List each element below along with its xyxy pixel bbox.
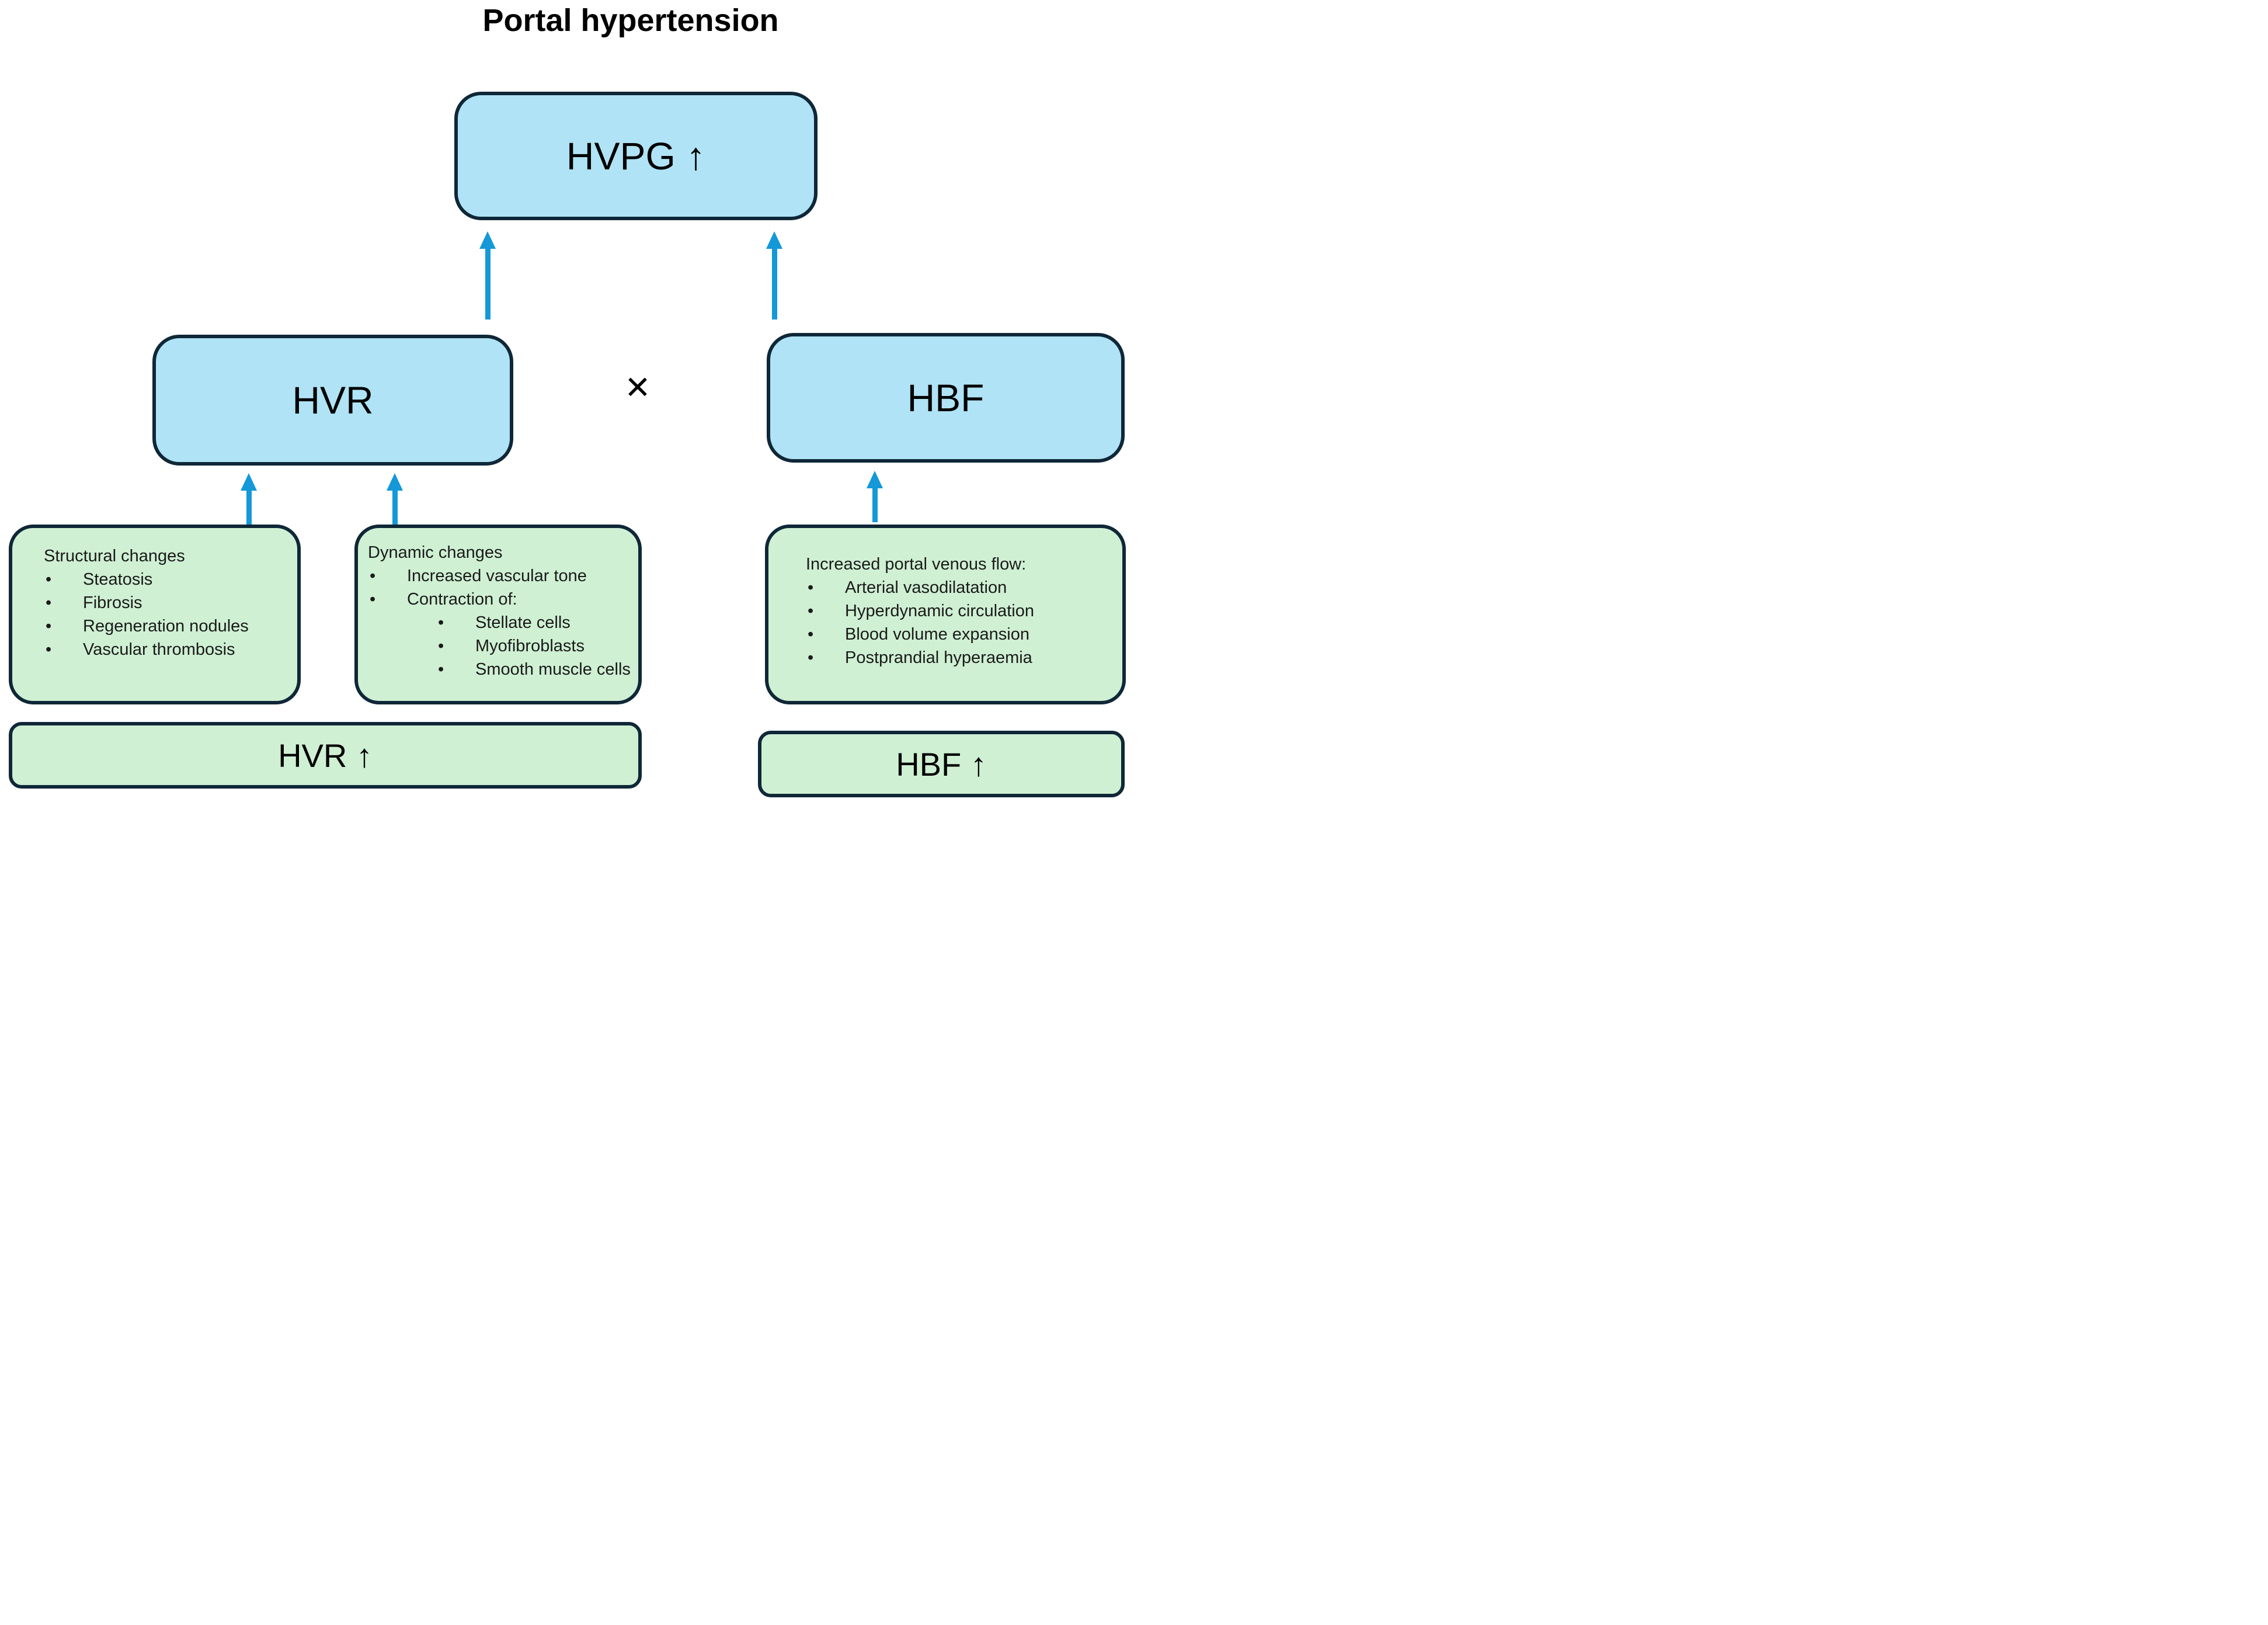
bullet-marker: • <box>370 590 376 609</box>
bullet-item: • Arterial vasodilatation <box>806 576 1119 599</box>
bullet-item: • Stellate cells <box>436 611 637 634</box>
bullet-marker: • <box>808 578 814 597</box>
arrow-head-icon <box>387 473 403 491</box>
bullet-text: Smooth muscle cells <box>475 660 631 679</box>
multiplication-sign: ✕ <box>624 369 651 406</box>
bullet-item: • Vascular thrombosis <box>44 638 294 661</box>
arrow-shaft <box>246 491 252 525</box>
arrow-head-icon <box>479 231 496 249</box>
bullet-text: Myofibroblasts <box>475 637 585 655</box>
bullet-item: • Steatosis <box>44 568 294 591</box>
bullet-marker: • <box>438 660 444 679</box>
arrow-head-icon <box>867 471 883 488</box>
bullet-marker: • <box>46 640 52 659</box>
bullet-text: Increased vascular tone <box>407 567 587 585</box>
bullet-text: Regeneration nodules <box>83 617 249 636</box>
bullet-item: • Smooth muscle cells <box>436 658 637 681</box>
bullet-item: • Blood volume expansion <box>806 623 1119 646</box>
panel-structural-changes: Structural changes • Steatosis • Fibrosis • R… <box>9 525 301 704</box>
bar-hvr-increase: HVR ↑ <box>9 722 642 789</box>
bullet-text: Vascular thrombosis <box>83 640 235 659</box>
arrow-shaft <box>771 249 777 320</box>
panel-heading: Dynamic changes <box>368 543 503 562</box>
node-hvpg-label: HVPG ↑ <box>566 134 706 178</box>
arrow-head-icon <box>241 473 257 491</box>
bullet-text: Stellate cells <box>475 613 571 632</box>
bullet-text: Steatosis <box>83 570 153 589</box>
panel-dynamic-changes: Dynamic changes • Increased vascular tone… <box>354 525 642 704</box>
bullet-marker: • <box>808 648 814 667</box>
node-hvr-label: HVR <box>292 379 374 422</box>
arrow-head-icon <box>766 231 782 249</box>
bullet-text: Contraction of: <box>407 590 517 609</box>
bullet-marker: • <box>808 602 814 620</box>
diagram-title: Portal hypertension <box>482 3 779 38</box>
bullet-text: Postprandial hyperaemia <box>845 648 1032 667</box>
bullet-item: • Fibrosis <box>44 591 294 614</box>
node-hvr: HVR <box>152 335 513 466</box>
panel-heading: Structural changes <box>44 547 185 565</box>
bullet-marker: • <box>46 593 52 612</box>
bar-hbf-increase-label: HBF ↑ <box>896 745 987 783</box>
bullet-item: • Increased vascular tone <box>368 564 637 588</box>
bar-hvr-increase-label: HVR ↑ <box>278 737 373 774</box>
panel-increased-portal-venous-flow: Increased portal venous flow: • Arterial … <box>765 525 1126 704</box>
bullet-list: • Arterial vasodilatation • Hyperdynamic ci… <box>806 576 1119 669</box>
arrow-hvr-to-hvpg <box>479 231 496 320</box>
bullet-text: Arterial vasodilatation <box>845 578 1007 597</box>
bullet-list: • Steatosis • Fibrosis • Regeneration nodules… <box>44 568 294 661</box>
node-hvpg: HVPG ↑ <box>454 92 818 220</box>
sub-bullet-list: • Stellate cells • Myofibroblasts • Smooth mu… <box>368 611 637 681</box>
arrow-shaft <box>485 249 491 320</box>
bullet-marker: • <box>808 625 814 644</box>
arrow-dynamic-to-hvr <box>387 473 403 525</box>
bullet-item: • Hyperdynamic circulation <box>806 599 1119 623</box>
arrow-hbf-to-hvpg <box>766 231 782 320</box>
bullet-marker: • <box>46 570 52 589</box>
bar-hbf-increase: HBF ↑ <box>758 731 1125 797</box>
bullet-item: • Myofibroblasts <box>436 634 637 658</box>
bullet-item: • Regeneration nodules <box>44 614 294 638</box>
panel-heading: Increased portal venous flow: <box>806 555 1027 574</box>
bullet-marker: • <box>370 567 376 585</box>
bullet-text: Blood volume expansion <box>845 625 1029 644</box>
node-hbf: HBF <box>767 333 1125 463</box>
node-hbf-label: HBF <box>907 376 985 419</box>
bullet-text: Fibrosis <box>83 593 142 612</box>
arrow-shaft <box>872 488 878 522</box>
bullet-item: • Postprandial hyperaemia <box>806 646 1119 669</box>
arrow-portal-flow-to-hbf <box>867 471 883 522</box>
bullet-text: Hyperdynamic circulation <box>845 602 1034 620</box>
bullet-list: • Increased vascular tone • Contraction of: <box>368 564 637 611</box>
arrow-structural-to-hvr <box>241 473 257 525</box>
portal-hypertension-diagram: Portal hypertension HVPG ↑ HVR ✕ HBF Str… <box>0 0 1134 812</box>
arrow-shaft <box>392 491 398 525</box>
bullet-marker: • <box>438 613 444 632</box>
bullet-marker: • <box>46 617 52 636</box>
bullet-marker: • <box>438 637 444 655</box>
bullet-item: • Contraction of: <box>368 588 637 611</box>
